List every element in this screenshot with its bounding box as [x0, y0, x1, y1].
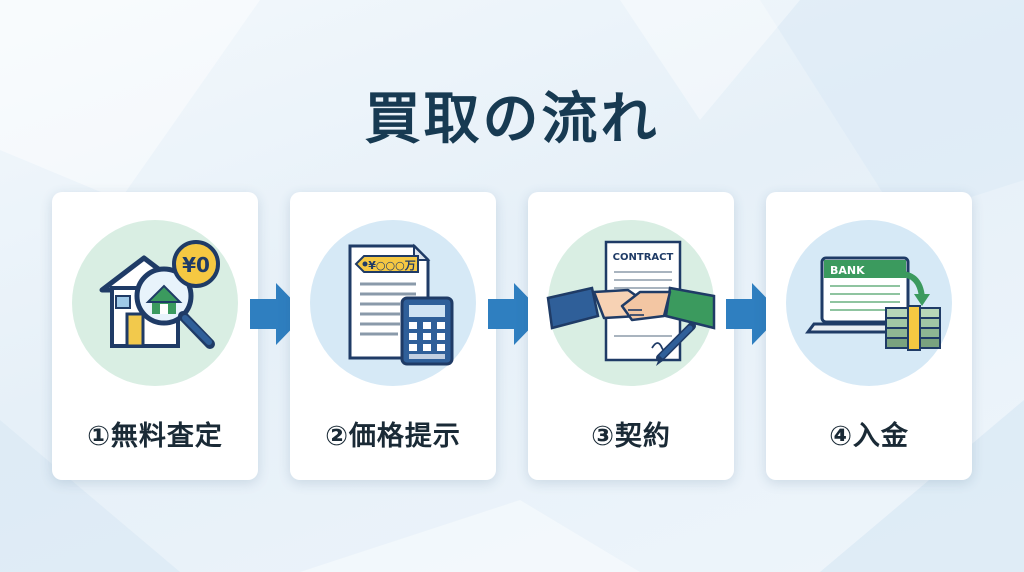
flow-arrow-icon [726, 283, 782, 345]
flow-arrow-icon [488, 283, 544, 345]
step-icon-circle: ¥0 [72, 220, 238, 386]
flow-arrow-icon [250, 283, 306, 345]
step-label: ①無料査定 [87, 421, 223, 452]
step-card-free-appraisal: ¥0 ①無料査定 [52, 192, 258, 480]
step-label: ②価格提示 [325, 421, 461, 452]
bank-money-icon: BANK [805, 256, 941, 351]
bank-heading: BANK [830, 264, 865, 277]
step-icon-circle: BANK [786, 220, 952, 386]
step-label: ③契約 [591, 421, 671, 452]
page-title: 買取の流れ [364, 87, 660, 152]
step-icon-circle: ¥○○○万 [310, 220, 476, 386]
step-card-price-offer: ¥○○○万 ②価格提示 [290, 192, 496, 480]
document-calculator-icon: ¥○○○万 [348, 243, 454, 366]
step-label: ④入金 [829, 421, 909, 452]
handshake-contract-icon: CONTRACT [546, 240, 716, 366]
step-icon-circle: CONTRACT [546, 220, 716, 386]
contract-heading: CONTRACT [613, 252, 674, 263]
step-card-payment: BANK ④入金 [766, 192, 972, 480]
price-tag-text: ¥○○○万 [368, 259, 415, 272]
house-search-icon: ¥0 [99, 240, 220, 349]
step-card-contract: CONTRACT ③契約 [528, 192, 734, 480]
badge-yen-zero: ¥0 [182, 253, 210, 277]
